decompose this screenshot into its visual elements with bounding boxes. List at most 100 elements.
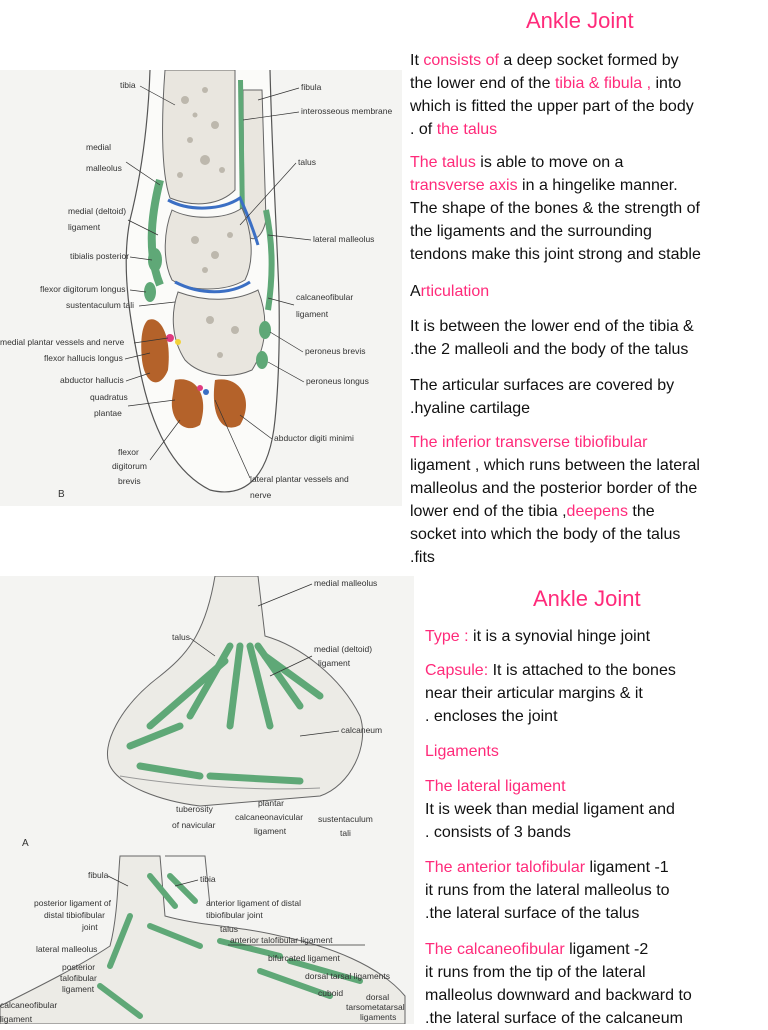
text-line: malleolus downward and backward to (425, 984, 692, 1007)
label-talus: talus (298, 157, 316, 167)
text-line: The shape of the bones & the strength of (410, 197, 701, 220)
label-sustentaculum-2: tali (340, 828, 351, 838)
text-line: near their articular margins & it (425, 682, 676, 705)
text-line: socket into which the body of the talus (410, 523, 700, 546)
figure-letter-b: B (58, 489, 65, 500)
slide1-para-1: It consists of a deep socket formed by th… (410, 49, 694, 141)
body-text: . consists of 3 bands (425, 824, 571, 841)
body-text: It is attached to the bones (488, 662, 676, 679)
ankle-ligaments-figure: medial malleolus talus medial (deltoid) … (0, 576, 414, 1024)
highlight-text: Ligaments (425, 743, 499, 760)
label-lateral-malleolus: lateral malleolus (313, 234, 374, 244)
body-text: socket into which the body of the talus (410, 526, 681, 543)
text-line: which is fitted the upper part of the bo… (410, 95, 694, 118)
text-line: malleolus and the posterior border of th… (410, 477, 700, 500)
label-deltoid-1: medial (deltoid) (314, 644, 372, 654)
figure-letter-a: A (22, 838, 29, 849)
ankle-coronal-section-illustration: tibia fibula interosseous membrane media… (0, 70, 392, 500)
label-dorsal-tmt-1: dorsal (366, 992, 389, 1002)
label-plantar-3: ligament (254, 826, 287, 836)
label-abductor-hallucis: abductor hallucis (60, 375, 124, 385)
label-ant-talofib: anterior talofibular ligament (230, 935, 333, 945)
slide2-para-6: The calcaneofibular ligament -2 it runs … (425, 938, 692, 1030)
label-deltoid-2: ligament (318, 658, 351, 668)
body-text: It (410, 52, 424, 69)
label-quadratus-1: quadratus (90, 392, 128, 402)
body-text: The articular surfaces are covered by (410, 377, 675, 394)
highlight-text: rticulation (420, 283, 490, 300)
text-line: The talus is able to move on a (410, 151, 701, 174)
label-fhl: flexor hallucis longus (44, 353, 123, 363)
label-tibia: tibia (200, 874, 216, 884)
body-text: a deep socket formed by (498, 52, 679, 69)
text-line: .the lateral surface of the talus (425, 902, 670, 925)
highlight-text: transverse axis (410, 177, 518, 194)
body-text: .hyaline cartilage (410, 400, 531, 417)
label-post-talofib-1: posterior (62, 962, 95, 972)
text-line: . encloses the joint (425, 705, 676, 728)
label-fdb-3: brevis (118, 476, 141, 486)
highlight-text: The calcaneofibular (425, 941, 565, 958)
label-medial-malleolus: medial malleolus (314, 578, 377, 588)
body-text: ligament -1 (585, 859, 669, 876)
label-tibia: tibia (120, 80, 136, 90)
label-calcaneum: calcaneum (341, 725, 382, 735)
text-line: It consists of a deep socket formed by (410, 49, 694, 72)
label-deltoid-1: medial (deltoid) (68, 206, 126, 216)
label-peroneus-brevis: peroneus brevis (305, 346, 365, 356)
label-fibula: fibula (301, 82, 322, 92)
highlight-text: The anterior talofibular (425, 859, 586, 876)
body-text: the ligaments and the surrounding (410, 223, 652, 240)
label-fdl: flexor digitorum longus (40, 284, 126, 294)
body-text: malleolus and the posterior border of th… (410, 480, 698, 497)
label-peroneus-longus: peroneus longus (306, 376, 369, 386)
label-interosseous: interosseous membrane (301, 106, 392, 116)
slide2-para-3: Ligaments (425, 740, 499, 763)
text-line: it runs from the tip of the lateral (425, 961, 692, 984)
highlight-text: Capsule: (425, 662, 489, 679)
text-line: it runs from the lateral malleolus to (425, 879, 670, 902)
slide2-para-1: Type : it is a synovial hinge joint (425, 625, 650, 648)
slide2-title: Ankle Joint (533, 586, 641, 611)
body-text: it is a synovial hinge joint (468, 628, 651, 645)
text-line: ligament , which runs between the latera… (410, 454, 700, 477)
highlight-text: The inferior transverse tibiofibular (410, 434, 648, 451)
text-line: . consists of 3 bands (425, 821, 675, 844)
label-calcaneofibular-1: calcaneofibular (0, 1000, 57, 1010)
body-text: lower end of the tibia , (410, 503, 567, 520)
text-line: transverse axis in a hingelike manner. (410, 174, 701, 197)
body-text: malleolus downward and backward to (425, 987, 692, 1004)
text-line: the ligaments and the surrounding (410, 220, 701, 243)
label-medial-malleolus-2: malleolus (86, 163, 122, 173)
label-deltoid-2: ligament (68, 222, 101, 232)
label-bifurcated: bifurcated ligament (268, 953, 340, 963)
slide1-para-4: It is between the lower end of the tibia… (410, 315, 694, 361)
body-text: into (651, 75, 682, 92)
body-text: .the lateral surface of the calcaneum (425, 1010, 683, 1027)
label-fdb-2: digitorum (112, 461, 147, 471)
text-line: The inferior transverse tibiofibular (410, 431, 700, 454)
text-line: It is week than medial ligament and (425, 798, 675, 821)
body-text: the (627, 503, 655, 520)
label-dorsal-tarsal: dorsal tarsal ligaments (305, 971, 390, 981)
slide1-title: Ankle Joint (526, 8, 634, 33)
label-calcaneofibular-2: ligament (296, 309, 329, 319)
highlight-text: the talus (436, 121, 498, 138)
highlight-text: consists of (423, 52, 499, 69)
slide2-para-4: The lateral ligament It is week than medi… (425, 775, 675, 844)
label-post-tib-2: distal tibiofibular (44, 910, 105, 920)
body-text: It is week than medial ligament and (425, 801, 675, 818)
body-text: is able to move on a (475, 154, 624, 171)
body-text: A (410, 283, 421, 300)
label-post-tib-3: joint (81, 922, 98, 932)
text-line: The lateral ligament (425, 775, 675, 798)
label-post-tib-1: posterior ligament of (34, 898, 112, 908)
label-medial-plantar: medial plantar vessels and nerve (0, 337, 125, 347)
ankle-ligaments-illustration: medial malleolus talus medial (deltoid) … (0, 576, 406, 1024)
label-lateral-plantar-2: nerve (250, 490, 272, 500)
label-plantar-1: plantar (258, 798, 284, 808)
body-text: .fits (410, 549, 435, 566)
label-calcaneofibular-1: calcaneofibular (296, 292, 353, 302)
body-text: the lower end of the (410, 75, 555, 92)
